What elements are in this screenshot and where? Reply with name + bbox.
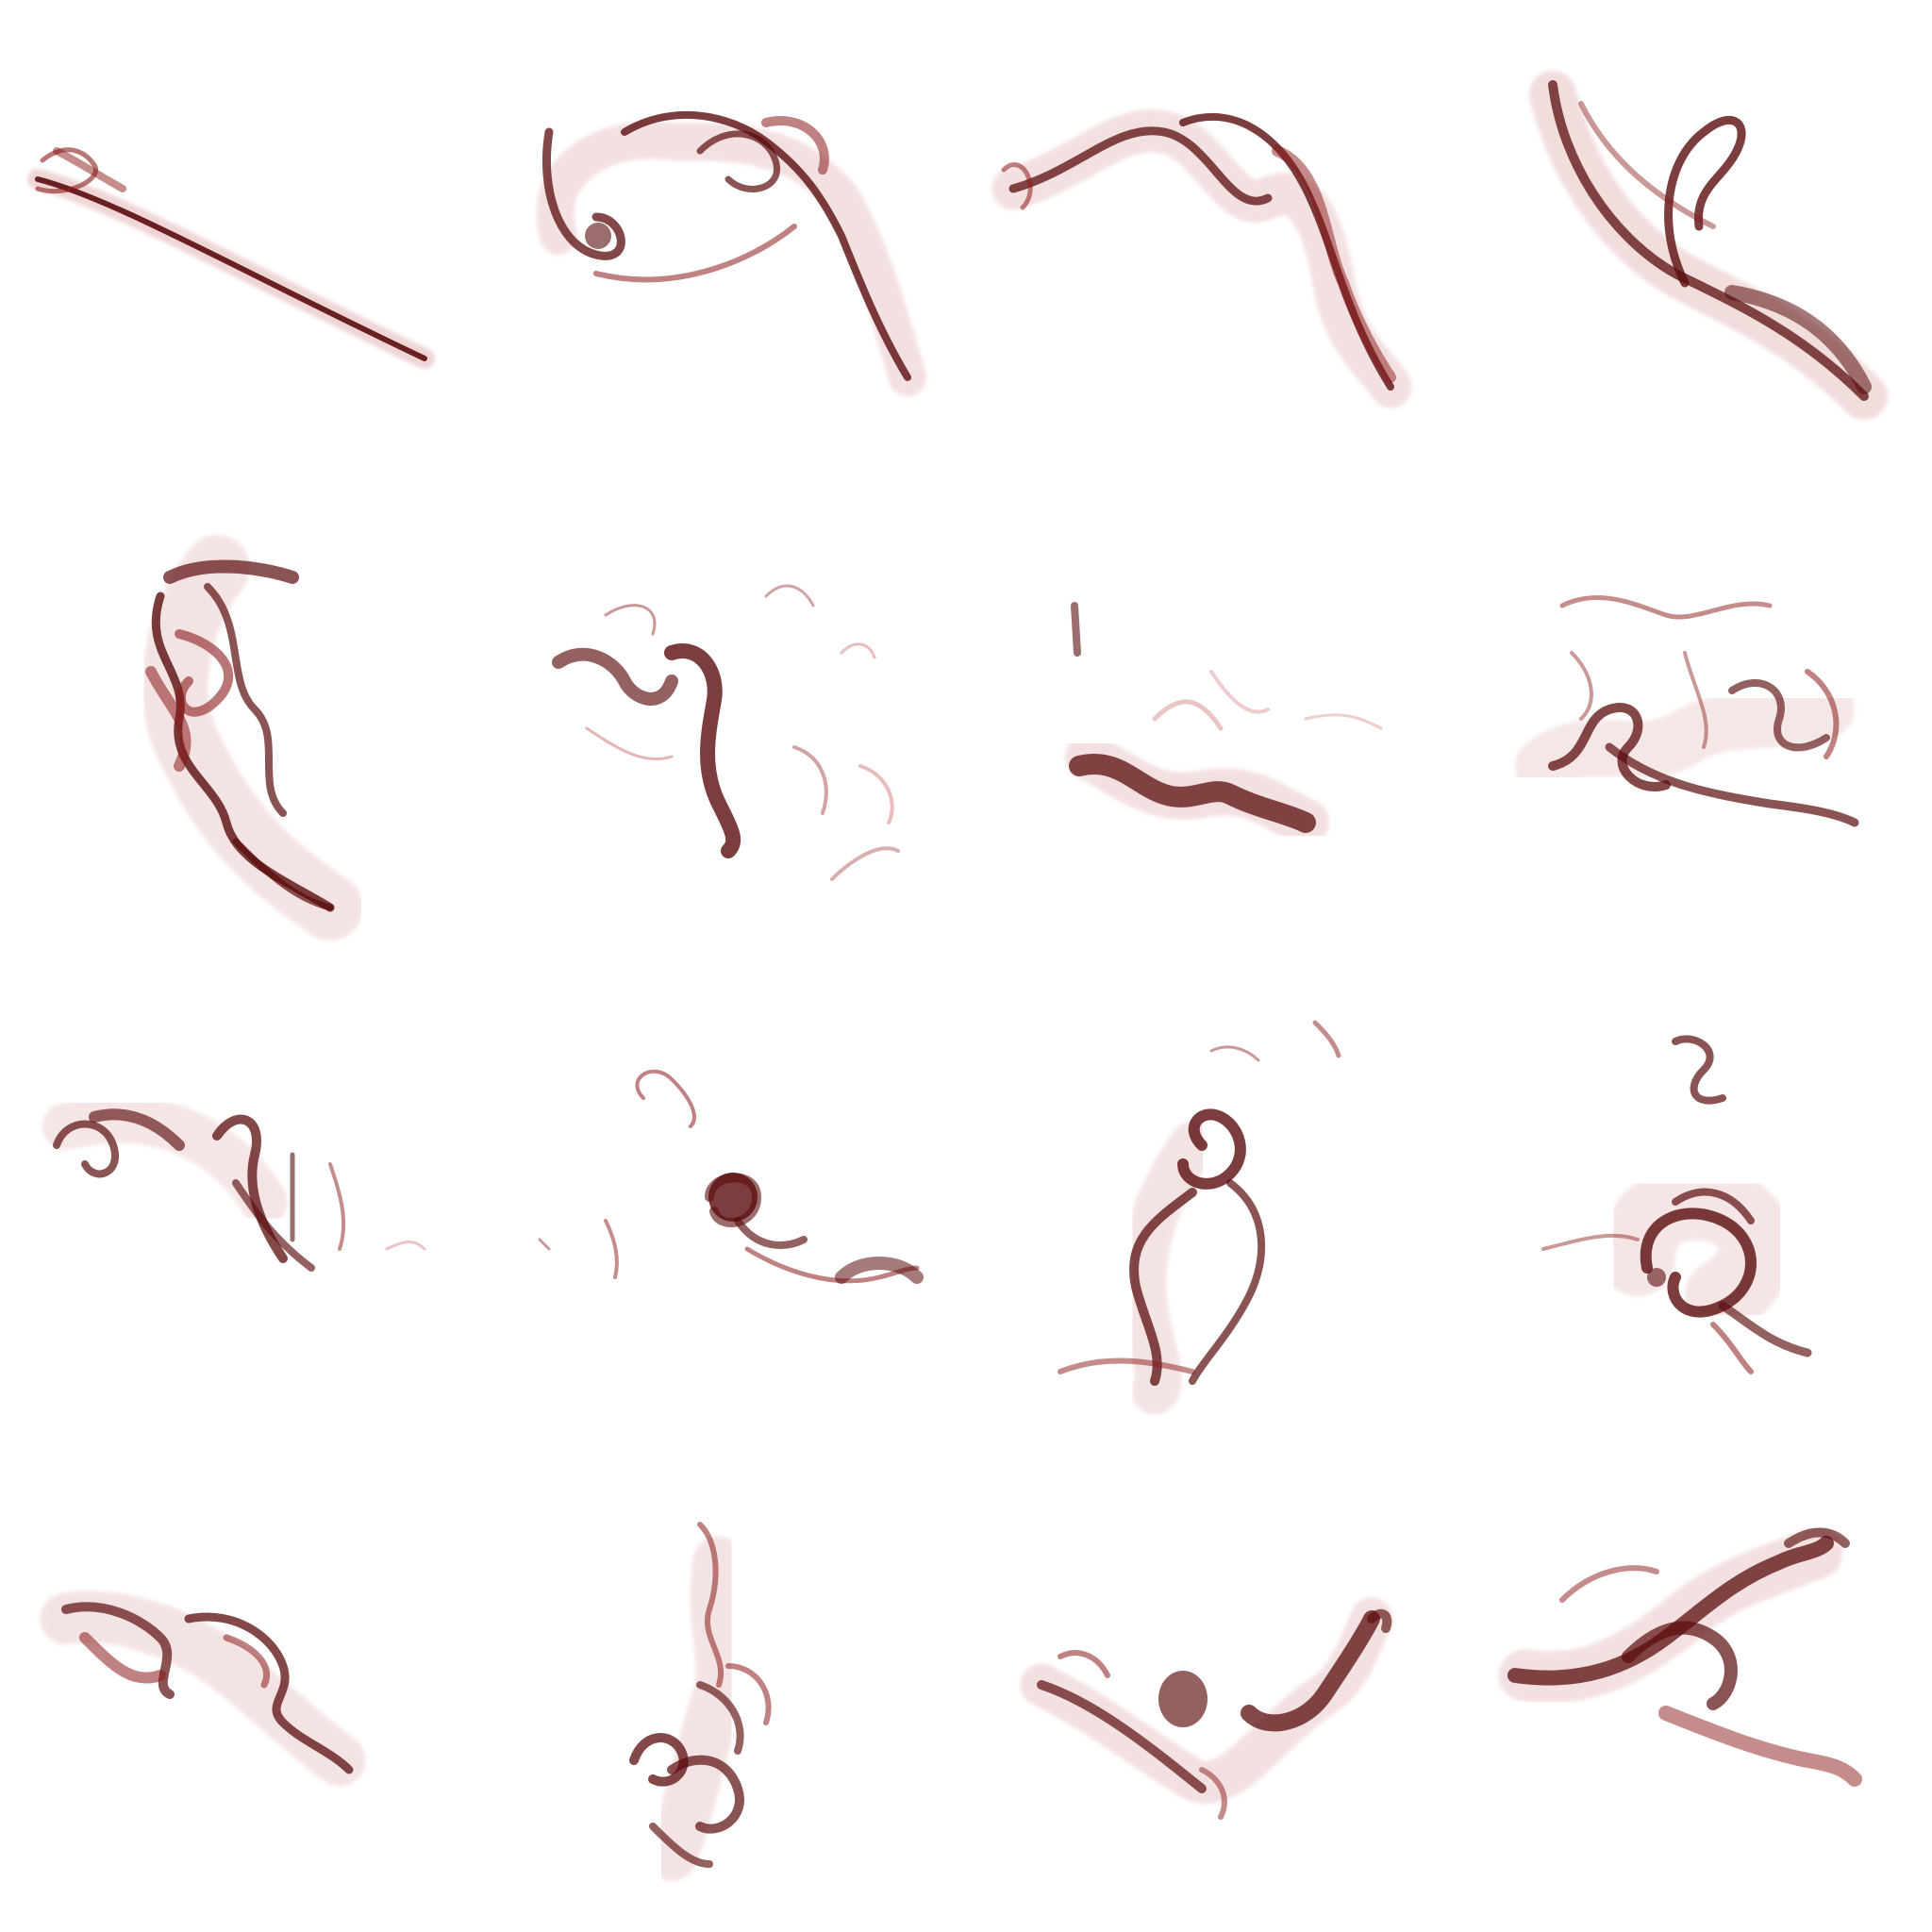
brush-cell	[966, 483, 1449, 966]
smoke-brush-thin-diagonal-streak	[27, 147, 435, 369]
brush-cell	[0, 1449, 483, 1932]
brush-cell	[0, 483, 483, 966]
smoke-brush-angular-folded-ribbon	[1498, 1526, 1862, 1787]
brush-cell	[966, 1449, 1449, 1932]
smoke-brush-broken-curling-fragments	[42, 1095, 426, 1272]
smoke-brush-billowing-curl-sweep	[536, 110, 926, 396]
smoke-brush-dense-vertical-column	[142, 535, 363, 941]
smoke-brush-curved-hook-plume	[1529, 71, 1888, 420]
smoke-brush-wavy-horizontal-drift	[40, 1591, 366, 1787]
brush-cell	[483, 0, 966, 483]
brush-cell	[1449, 0, 1932, 483]
smoke-brush-ribbon-with-ring	[1020, 1597, 1393, 1820]
smoke-brush-dense-round-swirl	[1541, 1035, 1812, 1374]
brush-cell	[1449, 966, 1932, 1449]
brush-cell	[1449, 483, 1932, 966]
smoke-brush-twisting-diagonal-ribbon	[991, 109, 1412, 408]
brush-cell	[1449, 1449, 1932, 1932]
brush-cell	[0, 0, 483, 483]
brush-cell	[966, 0, 1449, 483]
brush-cell	[483, 966, 966, 1449]
brush-cell	[483, 1449, 966, 1932]
brush-cell	[966, 966, 1449, 1449]
smoke-brush-scattered-wisps-ribbon	[552, 584, 900, 881]
smoke-brush-low-folded-ribbon	[1065, 602, 1383, 846]
smoke-brush-spiral-knot-tail	[538, 1069, 924, 1284]
smoke-brush-tangled-web-cluster	[1515, 594, 1859, 827]
brush-cell	[0, 966, 483, 1449]
smoke-brush-rising-tangled-plume	[629, 1522, 772, 1881]
smoke-brush-looping-tall-twist	[1058, 1020, 1341, 1414]
brush-cell	[483, 483, 966, 966]
